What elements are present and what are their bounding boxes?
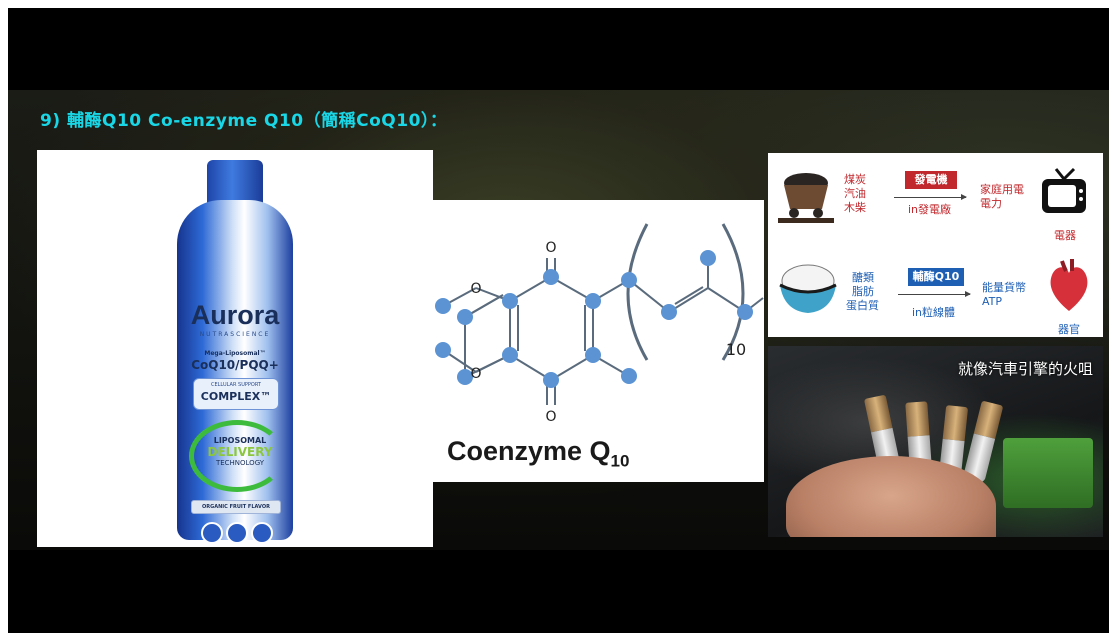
spark-plug-caption: 就像汽車引擎的火咀: [957, 360, 1093, 378]
fuel-1c: 木柴: [844, 201, 866, 214]
product-name: CoQ10/PQQ+: [191, 358, 279, 372]
output-2b: ATP: [982, 295, 1003, 308]
fuel-2c: 蛋白質: [846, 299, 879, 312]
organ-label: 器官: [1058, 323, 1080, 336]
flavor-label: ORGANIC FRUIT FLAVOR: [191, 500, 281, 514]
coq10-label: 輔酶Q10: [908, 268, 964, 286]
product-line: Mega-Liposomal™: [204, 350, 266, 357]
support-complex-box: CELLULAR SUPPORT COMPLEX™: [193, 378, 279, 410]
slide: 9) 輔酶Q10 Co-enzyme Q10（簡稱CoQ10）： Aurora …: [8, 8, 1109, 633]
arrow-icon: [898, 291, 971, 297]
spark-plug: [962, 400, 1004, 484]
delivery-bot: TECHNOLOGY: [215, 459, 265, 467]
badge-icon: [251, 522, 273, 544]
product-photo: Aurora NUTRASCIENCE Mega-Liposomal™ CoQ1…: [37, 150, 433, 547]
atom-nodes: [435, 250, 753, 388]
badge-icon: [226, 522, 248, 544]
tv-icon: [1042, 167, 1086, 213]
hand: [786, 456, 996, 537]
supplement-bottle: Aurora NUTRASCIENCE Mega-Liposomal™ CoQ1…: [177, 160, 293, 544]
repeat-count: 10: [726, 340, 746, 359]
mitochondria-label: in粒線體: [912, 306, 956, 319]
molecule-caption: Coenzyme Q10: [447, 436, 630, 471]
arrow-icon: [894, 194, 967, 200]
molecule-diagram: O O O O 10 Coenzyme Q10: [433, 200, 764, 482]
oxygen-label: O: [470, 281, 481, 297]
product-brand: Aurora: [190, 300, 280, 330]
coal-cart-icon: [778, 173, 834, 223]
product-brand-sub: NUTRASCIENCE: [199, 331, 271, 338]
delivery-top: LIPOSOMAL: [213, 436, 267, 445]
output-1b: 電力: [980, 197, 1002, 210]
fuel-2b: 脂肪: [852, 285, 874, 298]
fuel-1b: 汽油: [844, 187, 866, 200]
support-big: COMPLEX™: [200, 390, 272, 403]
badge-icon: [201, 522, 223, 544]
bottle-body: Aurora NUTRASCIENCE Mega-Liposomal™ CoQ1…: [177, 200, 293, 544]
delivery-ring-icon: [189, 420, 285, 492]
fuel-1a: 煤炭: [844, 173, 866, 186]
power-plant-label: in發電廠: [908, 203, 952, 216]
oxygen-label: O: [545, 240, 556, 256]
bottle-neck: [207, 160, 263, 206]
fuel-2a: 醣類: [852, 271, 874, 284]
oxygen-label: O: [470, 366, 481, 382]
spark-plug-photo: 就像汽車引擎的火咀: [768, 346, 1103, 537]
generator-label: 發電機: [905, 171, 957, 189]
heart-icon: [1050, 258, 1088, 311]
oxygen-label: O: [545, 409, 556, 425]
slide-title: 9) 輔酶Q10 Co-enzyme Q10（簡稱CoQ10）：: [40, 111, 448, 131]
energy-diagram: 煤炭 汽油 木柴 發電機 in發電廠 家庭用電 電力 電器 醣類 脂肪 蛋白質 …: [768, 153, 1103, 337]
output-2a: 能量貨幣: [982, 281, 1026, 294]
coq10-structure: O O O O 10: [435, 223, 764, 425]
output-1a: 家庭用電: [980, 183, 1024, 196]
support-small: CELLULAR SUPPORT: [211, 382, 261, 388]
appliance-label: 電器: [1054, 229, 1076, 242]
rice-bowl-icon: [779, 264, 837, 313]
car-battery: [1003, 438, 1093, 508]
delivery-mid: DELIVERY: [207, 445, 273, 459]
